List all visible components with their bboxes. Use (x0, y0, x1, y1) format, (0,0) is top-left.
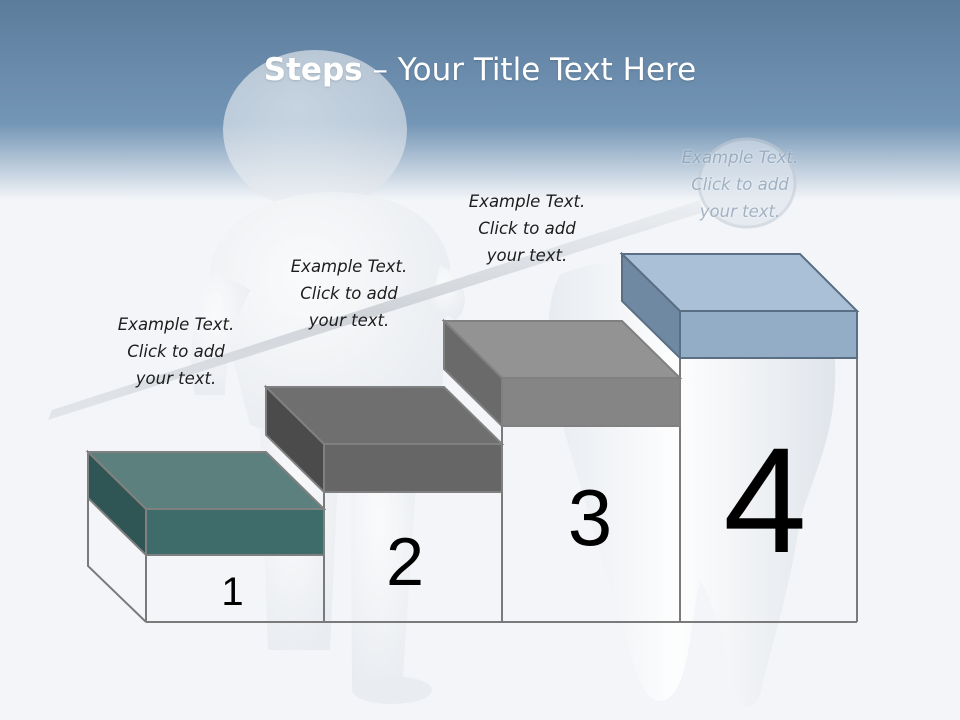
step-2-text-line-3: your text. (308, 311, 390, 330)
step-2-number: 2 (386, 524, 424, 600)
step-1-text-line-2: Click to add (127, 342, 225, 361)
step-4-text[interactable]: Example Text. Click to add your text. (650, 144, 830, 225)
step-3-text-line-3: your text. (486, 246, 568, 265)
step-2-text-line-1: Example Text. (290, 257, 408, 276)
step-4-block (619, 251, 860, 361)
step-4-text-line-1: Example Text. (681, 148, 799, 167)
step-1-text-line-1: Example Text. (117, 315, 235, 334)
step-1-block (85, 449, 327, 558)
title-rest-part: – Your Title Text Here (362, 52, 697, 88)
step-2-text[interactable]: Example Text. Click to add your text. (259, 253, 439, 334)
title-bold-part: Steps (263, 52, 363, 88)
step-4-text-line-2: Click to add (691, 175, 789, 194)
step-3-number: 3 (567, 473, 613, 562)
step-1-number: 1 (221, 570, 244, 614)
slide-title[interactable]: Steps – Your Title Text Here (0, 52, 960, 88)
step-2-text-line-2: Click to add (300, 284, 398, 303)
step-3-text[interactable]: Example Text. Click to add your text. (437, 188, 617, 269)
step-4-number: 4 (723, 416, 807, 584)
step-3-text-line-1: Example Text. (468, 192, 586, 211)
step-2-block (263, 384, 505, 495)
header-band (0, 0, 960, 200)
step-3-text-line-2: Click to add (478, 219, 576, 238)
step-1-text-line-3: your text. (135, 369, 217, 388)
step-3-block (441, 318, 683, 429)
step-1-text[interactable]: Example Text. Click to add your text. (86, 311, 266, 392)
step-4-text-line-3: your text. (699, 202, 781, 221)
